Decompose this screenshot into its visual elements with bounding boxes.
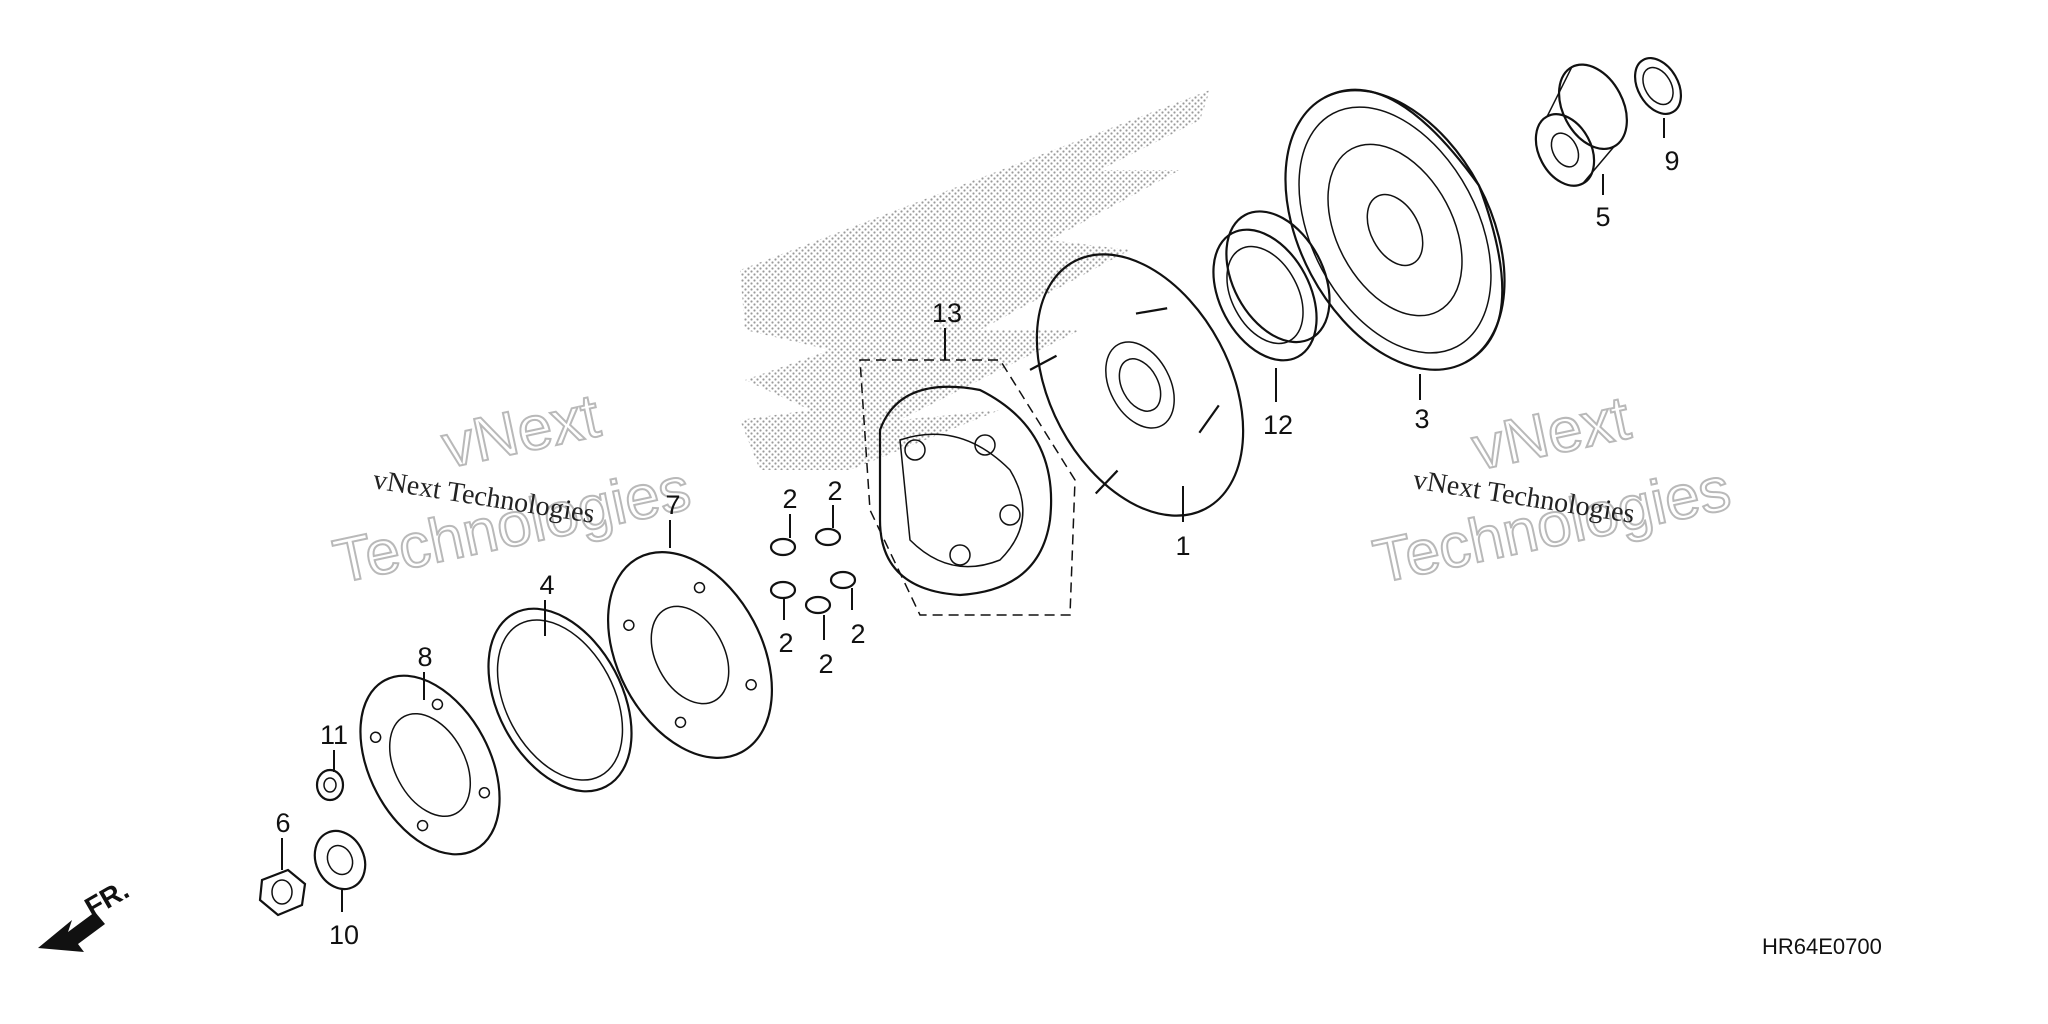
- callout-9: 9: [1664, 146, 1679, 176]
- callout-5: 5: [1595, 202, 1610, 232]
- part-1-drive-plate: [1029, 253, 1245, 517]
- part-11-lock-washer: [315, 768, 345, 802]
- part-4-ring: [487, 607, 633, 793]
- callout-6: 6: [275, 808, 290, 838]
- part-9-washer: [1633, 57, 1683, 115]
- part-7-friction-disc: [606, 551, 774, 759]
- front-direction-label: FR.: [80, 874, 135, 923]
- callout-4: 4: [539, 570, 554, 600]
- callout-8: 8: [417, 642, 432, 672]
- callout-2: 2: [827, 476, 842, 506]
- leader-lines: [281, 118, 1665, 912]
- callout-2: 2: [818, 649, 833, 679]
- watermark-line1: vNext: [436, 381, 605, 481]
- callout-1: 1: [1175, 531, 1190, 561]
- part-8-plate: [359, 674, 501, 856]
- part-10-washer: [313, 829, 367, 891]
- screen-tone-shading: [740, 90, 1210, 470]
- part-12-one-way-clutch: [1212, 210, 1331, 362]
- callout-12: 12: [1263, 410, 1293, 440]
- callout-2: 2: [850, 619, 865, 649]
- callout-13: 13: [932, 298, 962, 328]
- diagram-code: HR64E0700: [1762, 934, 1882, 959]
- callout-7: 7: [665, 490, 680, 520]
- callout-3: 3: [1414, 404, 1429, 434]
- part-13-clutch-weight-set: [859, 359, 1076, 616]
- callout-11: 11: [320, 720, 348, 750]
- watermark-line1: vNext: [1466, 383, 1635, 483]
- watermark-left: vNext Technologies: [327, 380, 697, 598]
- part-5-primary-drive-gear: [1534, 63, 1628, 187]
- callout-10: 10: [329, 920, 359, 950]
- arrow-down-left-icon: [38, 912, 105, 952]
- watermark-right: vNext Technologies: [1367, 382, 1737, 597]
- callout-2: 2: [782, 484, 797, 514]
- part-3-clutch-outer: [1284, 88, 1506, 371]
- callout-2: 2: [778, 628, 793, 658]
- part-6-nut: [258, 868, 307, 917]
